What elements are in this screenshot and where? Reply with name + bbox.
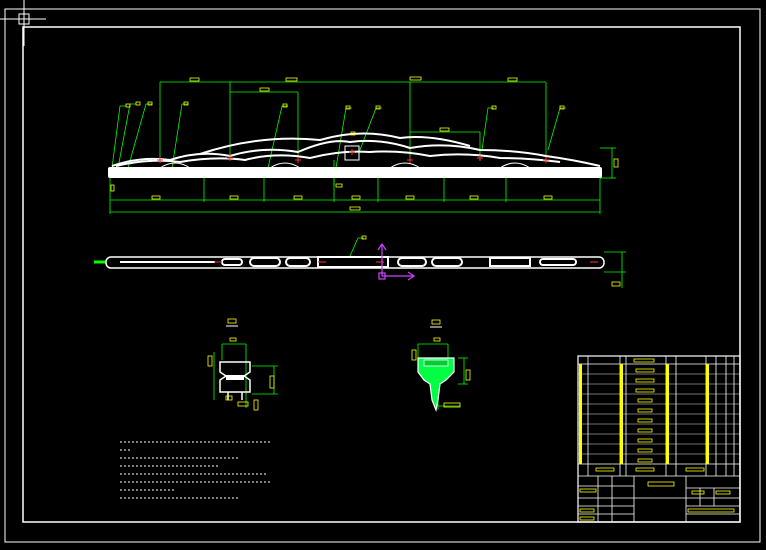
inner-frame — [22, 26, 741, 523]
section-view-left — [207, 318, 278, 411]
wiper-top-view — [94, 235, 626, 288]
section-view-right — [411, 319, 471, 413]
title-block — [577, 355, 741, 523]
technical-notes — [120, 441, 272, 499]
ucs-axis-icon — [377, 242, 416, 281]
crosshair-icon — [0, 0, 46, 46]
wiper-side-view — [108, 76, 619, 214]
outer-frame — [4, 8, 761, 543]
